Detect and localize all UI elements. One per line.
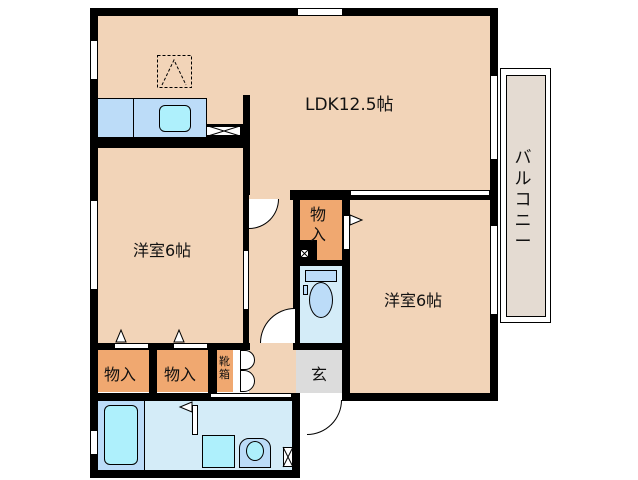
window-left-room	[90, 200, 98, 290]
entrance	[296, 350, 342, 393]
balcony	[500, 68, 551, 323]
sliding-door-closet-1[interactable]	[114, 343, 149, 349]
wall-toilet-right	[342, 195, 350, 400]
toilet-bowl	[309, 282, 333, 318]
washbasin-bowl	[246, 441, 264, 461]
room-right-marker-icon	[349, 214, 364, 226]
wall-bottom-right	[342, 393, 498, 401]
sliding-door-closet-2[interactable]	[173, 343, 208, 349]
sliding-door-ldk-room[interactable]	[350, 190, 490, 196]
western-room-right-label: 洋室6帖	[384, 291, 443, 310]
kitchen-counter-divider	[133, 98, 134, 138]
wall-bath-right	[292, 393, 300, 478]
washbasin	[239, 438, 271, 468]
closet-3[interactable]	[300, 200, 342, 240]
closet-1[interactable]	[98, 350, 149, 392]
window-left-bath	[90, 430, 98, 455]
western-room-left-floor	[97, 148, 243, 344]
window-right-room	[490, 225, 498, 315]
western-room-right-floor	[350, 199, 490, 393]
wall-top	[90, 8, 497, 16]
wall-closet-divider-1	[149, 343, 157, 400]
door-entrance[interactable]	[307, 400, 342, 435]
wall-toilet-left	[293, 195, 300, 350]
western-room-left-label: 洋室6帖	[133, 241, 192, 260]
bathtub	[104, 405, 138, 465]
washing-machine-space	[202, 435, 235, 468]
sliding-door-washroom[interactable]	[210, 393, 292, 398]
refrigerator-x-icon	[207, 125, 241, 137]
entrance-label: 玄	[311, 365, 328, 384]
wall-closet-row-top	[90, 343, 250, 350]
wall-closet3-bottom	[293, 260, 350, 266]
door-room-right[interactable]	[343, 215, 350, 250]
closet-3-label: 物入	[310, 205, 327, 244]
window-top-ldk	[297, 8, 343, 16]
window-left-kitchen	[90, 40, 98, 80]
closet-3-lower	[317, 240, 342, 260]
window-right-ldk	[490, 75, 498, 160]
closet-2-label: 物入	[164, 365, 197, 384]
ldk-label: LDK12.5帖	[305, 95, 394, 115]
closet-1-marker-icon	[115, 328, 127, 343]
kitchen-sink	[159, 105, 191, 132]
shoe-box[interactable]	[217, 350, 233, 392]
wall-kitchen-bottom	[90, 138, 250, 148]
range-hood-icon	[157, 55, 192, 88]
door-washroom[interactable]	[192, 405, 198, 435]
balcony-label: バルコニー	[514, 148, 532, 252]
wall-toilet-bottom	[293, 343, 350, 350]
closet-1-label: 物入	[104, 365, 137, 384]
closet-2[interactable]	[157, 350, 208, 392]
door-shoe-box-1[interactable]	[240, 350, 255, 370]
shoe-box-label: 靴箱	[219, 355, 230, 381]
sliding-door-room-left[interactable]	[243, 250, 249, 310]
washroom-marker-icon	[178, 401, 193, 413]
toilet-handle	[303, 285, 308, 295]
wall-closet-divider-2	[208, 343, 217, 400]
wall-bath-top	[90, 393, 300, 401]
wall-right-ldk	[490, 8, 498, 400]
wall-kitchen-partition	[243, 95, 250, 195]
wall-bottom	[90, 470, 300, 478]
toilet-tank	[305, 270, 337, 282]
closet-2-marker-icon	[173, 328, 185, 343]
pipe-space-x-icon	[299, 248, 310, 259]
